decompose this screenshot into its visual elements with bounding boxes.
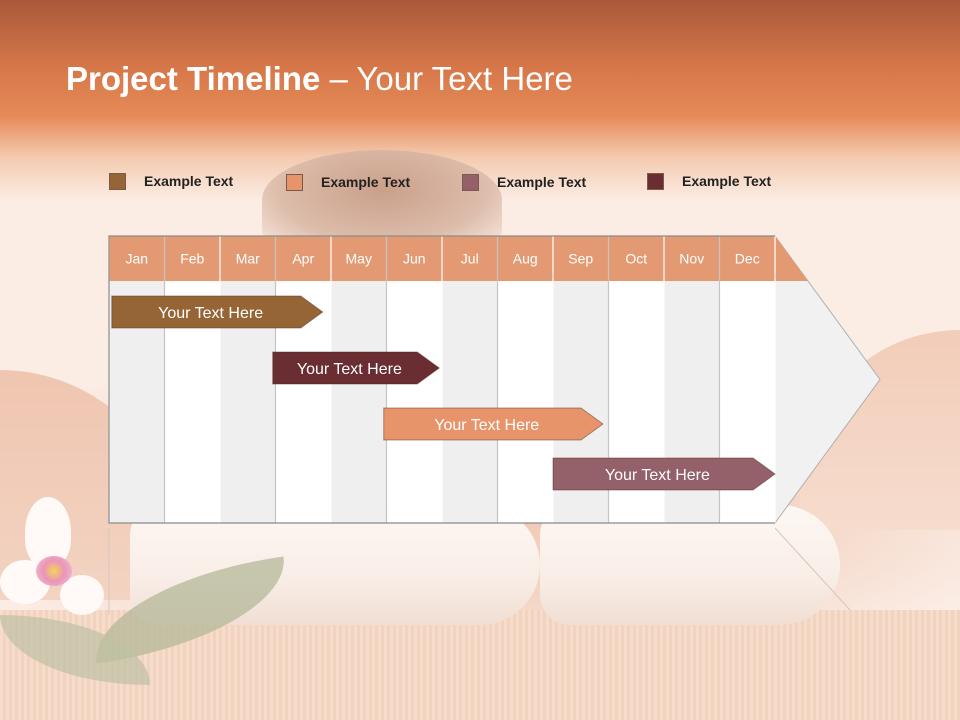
header-band: [0, 0, 960, 200]
task-label: Your Text Here: [434, 417, 539, 434]
reflection-edge: [774, 527, 851, 611]
task-label: Your Text Here: [605, 467, 710, 484]
legend-label: Example Text: [321, 174, 411, 190]
page-title: Project Timeline – Your Text Here: [66, 60, 573, 98]
month-column: [331, 281, 387, 523]
background-towel-right: [540, 505, 840, 625]
legend-item: Example Text: [109, 171, 233, 191]
month-header-cell: [442, 236, 498, 281]
month-label: Jun: [403, 251, 426, 267]
legend-item: Example Text: [462, 172, 586, 192]
flower-petal: [60, 575, 104, 615]
legend-swatch: [462, 173, 479, 191]
month-label: Nov: [679, 251, 704, 267]
legend-label: Example Text: [682, 173, 772, 189]
month-header-cell: [109, 236, 165, 281]
title-strong: Project Timeline: [66, 60, 321, 97]
month-header-cell: [608, 236, 664, 281]
task-label: Your Text Here: [297, 361, 402, 378]
month-header-cell: [719, 236, 775, 281]
month-header-cell: [220, 236, 276, 281]
month-label: Mar: [236, 251, 260, 267]
month-label: Aug: [513, 251, 538, 267]
month-label: May: [346, 251, 372, 267]
legend-item: Example Text: [286, 172, 410, 192]
month-label: Jul: [461, 251, 479, 267]
month-header-cell: [386, 236, 442, 281]
month-label: Feb: [180, 251, 204, 267]
legend-swatch: [286, 173, 303, 191]
arrow-tip-header: [775, 236, 808, 281]
timeline-frame: [108, 235, 775, 524]
task-label: Your Text Here: [158, 305, 263, 322]
task-arrow: [111, 295, 324, 329]
month-column: [386, 281, 442, 523]
month-header-cell: [664, 236, 720, 281]
legend-item: Example Text: [647, 171, 771, 191]
title-rest: – Your Text Here: [320, 60, 573, 97]
legend-swatch: [647, 172, 664, 190]
month-label: Jan: [125, 251, 148, 267]
legend-label: Example Text: [144, 173, 234, 189]
background-head: [262, 150, 502, 250]
month-header-cell: [331, 236, 387, 281]
month-header-cell: [164, 236, 220, 281]
month-column: [442, 281, 498, 523]
flower-petal: [25, 497, 71, 567]
task-arrow: [552, 457, 776, 491]
month-header-cell: [497, 236, 553, 281]
month-label: Oct: [625, 251, 647, 267]
month-header-cell: [275, 236, 331, 281]
flower-icon: [36, 556, 72, 586]
month-label: Sep: [568, 251, 593, 267]
task-arrow: [383, 407, 604, 441]
month-label: Apr: [292, 251, 314, 267]
legend-swatch: [109, 172, 126, 190]
task-arrow: [272, 351, 441, 385]
month-column: [497, 281, 553, 523]
month-label: Dec: [735, 251, 760, 267]
legend-label: Example Text: [497, 174, 587, 190]
month-header-cell: [553, 236, 609, 281]
